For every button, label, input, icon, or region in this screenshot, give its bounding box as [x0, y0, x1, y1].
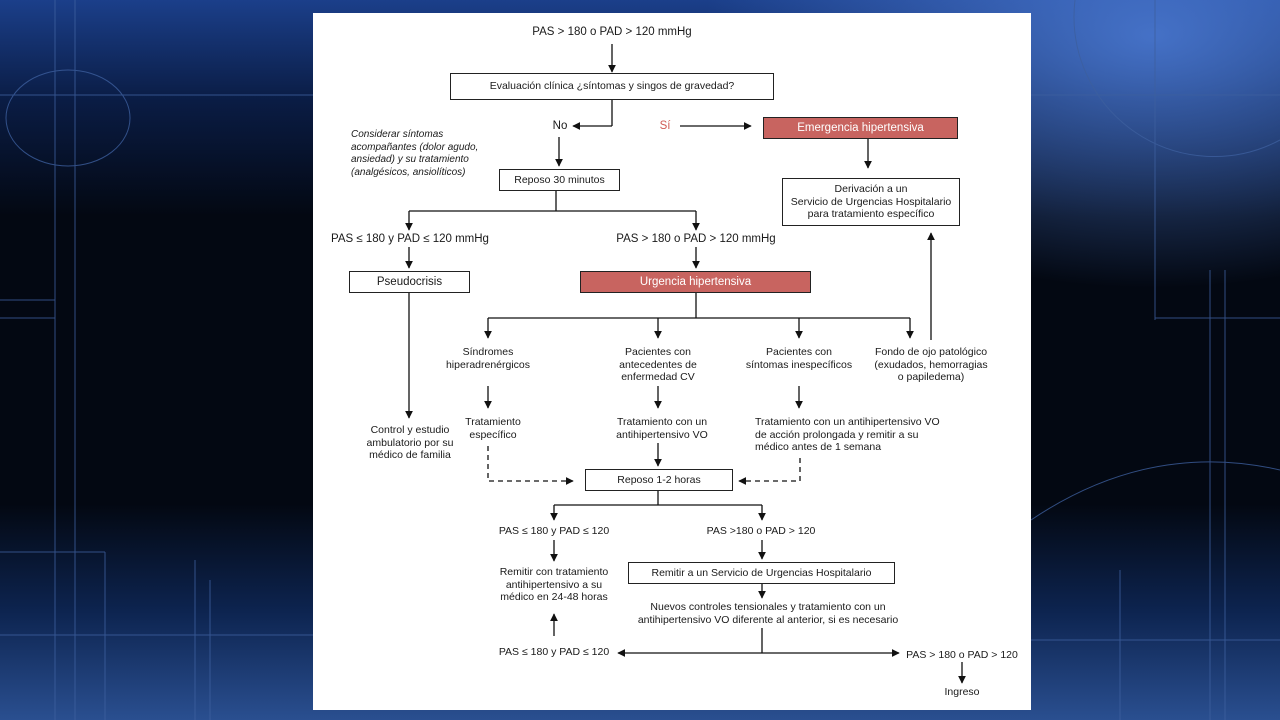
antihypertensive-treatment-text: Tratamiento con un antihipertensivo VO — [616, 416, 708, 441]
condition-low-3: PAS ≤ 180 y PAD ≤ 120 — [498, 646, 610, 658]
hypertensive-urgency-box: Urgencia hipertensiva — [580, 271, 811, 293]
condition-low-1: PAS ≤ 180 y PAD ≤ 120 mmHg — [331, 233, 489, 245]
branch-yes-label: Sí — [659, 120, 671, 132]
specific-treatment-text: Tratamiento específico — [465, 416, 521, 441]
admission-text: Ingreso — [944, 686, 980, 698]
refer-to-gp-text: Remitir con tratamiento antihipertensivo… — [499, 566, 609, 603]
condition-low-2: PAS ≤ 180 y PAD ≤ 120 — [498, 525, 610, 537]
rest-1-2-hours-box: Reposo 1-2 horas — [585, 469, 733, 491]
condition-high-1: PAS > 180 o PAD > 120 mmHg — [616, 233, 776, 245]
refer-hospital-box: Remitir a un Servicio de Urgencias Hospi… — [628, 562, 895, 584]
condition-high-3: PAS > 180 o PAD > 120 — [906, 649, 1018, 661]
hyperadrenergic-syndromes-text: Síndromes hiperadrenérgicos — [445, 346, 531, 371]
ambulatory-control-text: Control y estudio ambulatorio por su méd… — [366, 424, 454, 461]
long-acting-treatment-text: Tratamiento con un antihipertensivo VO d… — [755, 416, 940, 453]
pseudocrisis-box: Pseudocrisis — [349, 271, 470, 293]
patients-nonspecific-symptoms-text: Pacientes con síntomas inespecíficos — [745, 346, 853, 371]
branch-no-label: No — [552, 120, 568, 132]
rest-30-minutes-box: Reposo 30 minutos — [499, 169, 620, 191]
hypertensive-emergency-box: Emergencia hipertensiva — [763, 117, 958, 139]
hospital-derivation-box: Derivación a un Servicio de Urgencias Ho… — [782, 178, 960, 226]
consider-symptoms-note: Considerar síntomas acompañantes (dolor … — [351, 129, 479, 178]
condition-high-2: PAS >180 o PAD > 120 — [706, 525, 816, 537]
new-controls-text: Nuevos controles tensionales y tratamien… — [637, 601, 899, 626]
pathological-fundus-text: Fondo de ojo patológico (exudados, hemor… — [874, 346, 988, 383]
patients-cv-history-text: Pacientes con antecedentes de enfermedad… — [619, 346, 697, 383]
start-condition: PAS > 180 o PAD > 120 mmHg — [532, 26, 692, 38]
clinical-evaluation-box: Evaluación clínica ¿síntomas y singos de… — [450, 73, 774, 100]
